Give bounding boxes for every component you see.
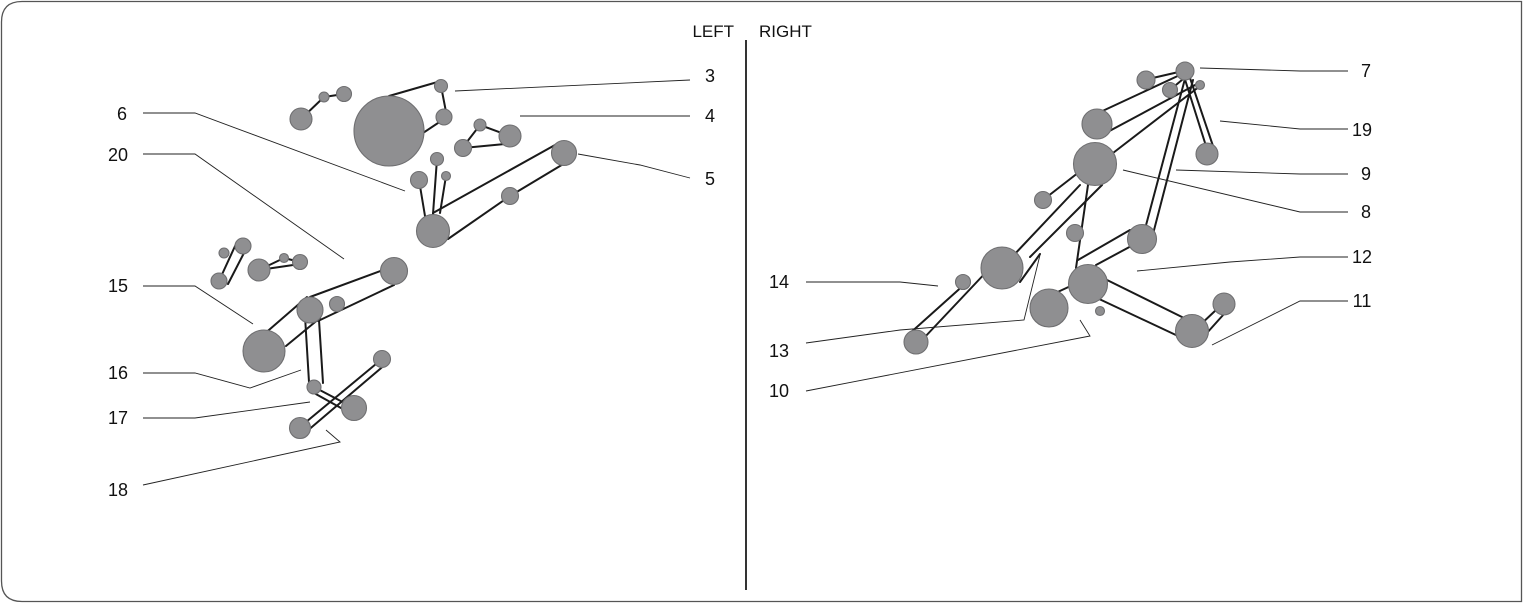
left-skeleton-joints: [210, 78, 578, 440]
callout-6: 6: [117, 104, 127, 124]
callout-16: 16: [108, 363, 128, 383]
callout-15: 15: [108, 276, 128, 296]
callout-10: 10: [769, 381, 789, 401]
callout-14: 14: [769, 272, 789, 292]
callout-5: 5: [705, 169, 715, 189]
callout-20: 20: [108, 145, 128, 165]
callout-12: 12: [1352, 247, 1372, 267]
left-side-label: LEFT: [692, 22, 734, 41]
callout-leader-lines: [142, 67, 1348, 486]
callout-17: 17: [108, 408, 128, 428]
callout-3: 3: [705, 66, 715, 86]
callout-7: 7: [1361, 61, 1371, 81]
callout-11: 11: [1353, 291, 1372, 311]
right-side-label: RIGHT: [759, 22, 812, 41]
right-skeleton-joints: [903, 61, 1236, 355]
callout-4: 4: [705, 106, 715, 126]
callout-13: 13: [769, 341, 789, 361]
callout-18: 18: [108, 480, 128, 500]
callout-labels: 3 4 5 6 20 15 16 17 18 7 19 9 8 12 14 11…: [108, 61, 1372, 500]
callout-9: 9: [1361, 164, 1371, 184]
callout-8: 8: [1361, 202, 1371, 222]
callout-19: 19: [1352, 120, 1372, 140]
